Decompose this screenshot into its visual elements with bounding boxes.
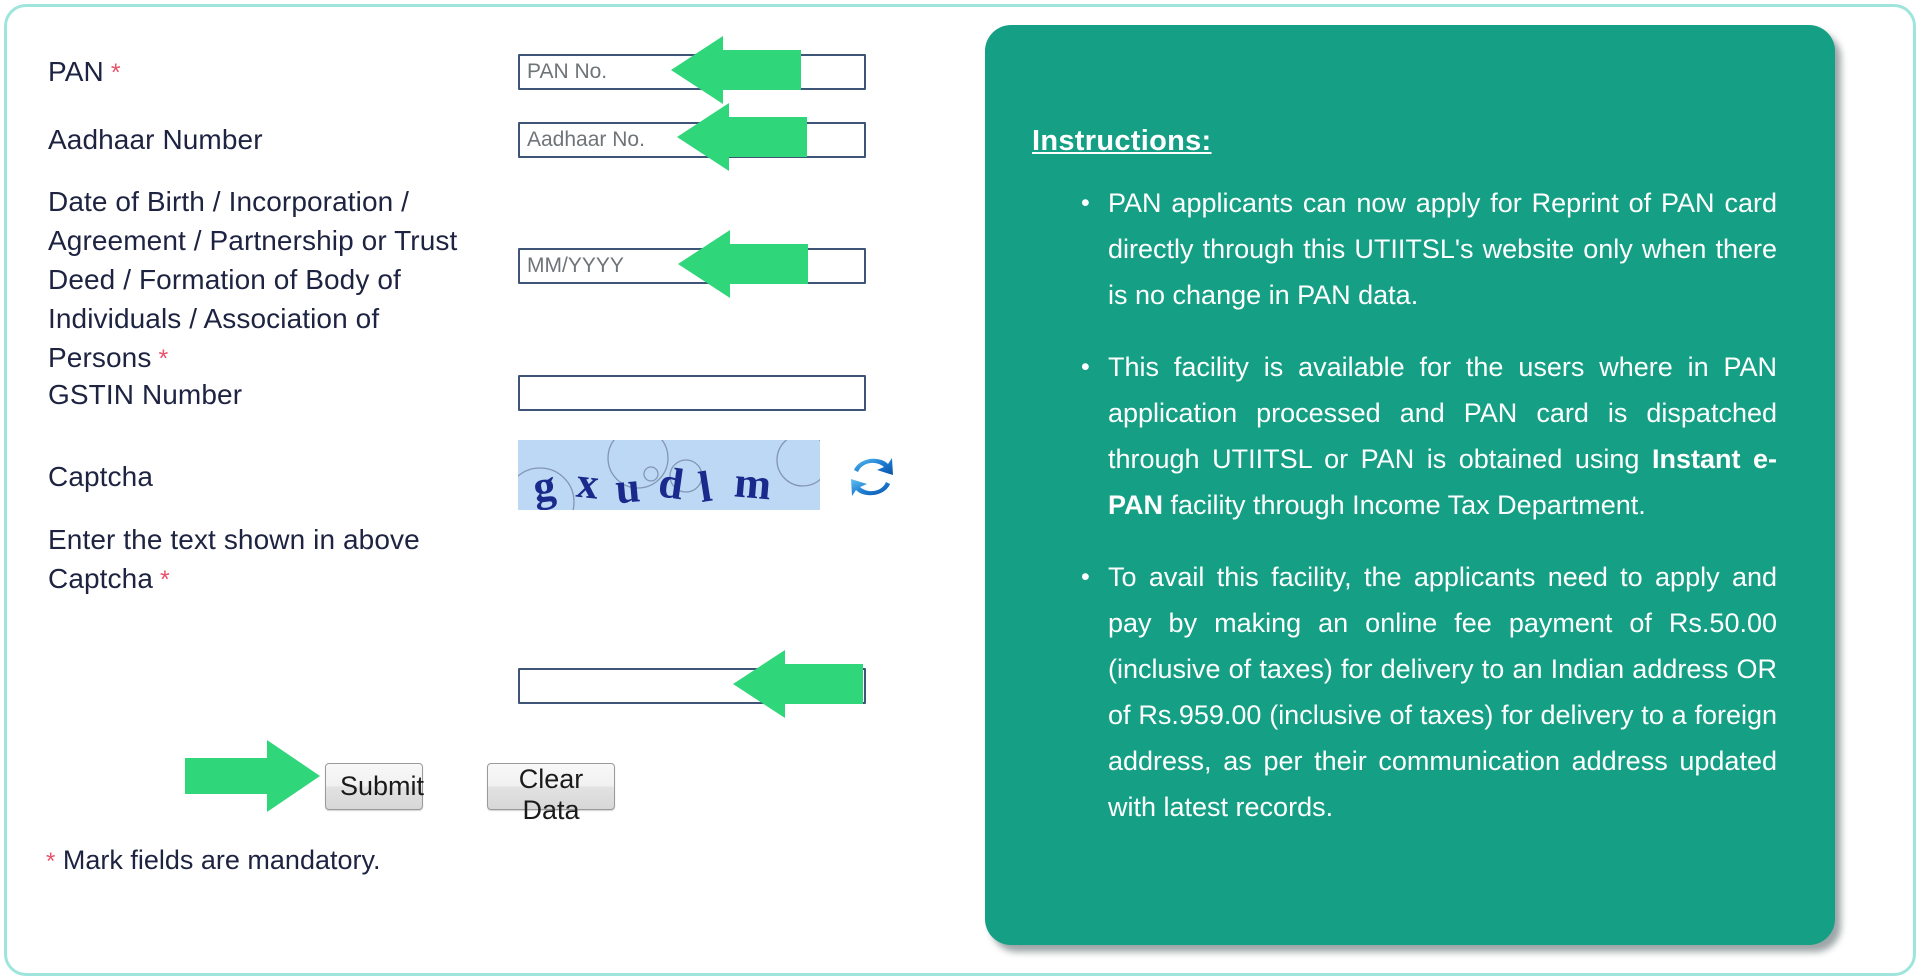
- label-captcha-text: Captcha: [48, 461, 153, 492]
- label-aadhaar-text: Aadhaar Number: [48, 124, 263, 155]
- label-captcha: Captcha: [48, 457, 508, 496]
- svg-text:u: u: [613, 462, 642, 510]
- instruction-item: This facility is available for the users…: [1077, 344, 1777, 528]
- label-gstin-text: GSTIN Number: [48, 379, 243, 410]
- required-indicator-pan: *: [103, 59, 121, 87]
- instruction-item: PAN applicants can now apply for Reprint…: [1077, 180, 1777, 318]
- captcha-image: g x u d l m: [518, 440, 820, 510]
- label-aadhaar: Aadhaar Number: [48, 120, 508, 159]
- mandatory-note-star: *: [46, 848, 56, 875]
- mandatory-note-text: Mark fields are mandatory.: [62, 845, 381, 875]
- instruction-text: To avail this facility, the applicants n…: [1108, 562, 1777, 822]
- label-pan: PAN *: [48, 52, 508, 93]
- dob-input[interactable]: [518, 248, 866, 284]
- instructions-list: PAN applicants can now apply for Reprint…: [1077, 180, 1777, 856]
- pan-reprint-form: PAN * Aadhaar Number Date of Birth / Inc…: [46, 52, 899, 876]
- pan-input[interactable]: [518, 54, 866, 90]
- submit-button[interactable]: Submit: [325, 763, 424, 810]
- gstin-input[interactable]: [518, 375, 866, 411]
- label-dob-text: Date of Birth / Incorporation / Agreemen…: [48, 186, 458, 373]
- label-captcha-entry: Enter the text shown in above Captcha *: [48, 520, 508, 600]
- instruction-text-cont: facility through Income Tax Department.: [1163, 490, 1646, 520]
- refresh-icon[interactable]: [845, 450, 899, 504]
- label-dob: Date of Birth / Incorporation / Agreemen…: [48, 182, 503, 379]
- aadhaar-input[interactable]: [518, 122, 866, 158]
- instruction-text: PAN applicants can now apply for Reprint…: [1108, 188, 1777, 310]
- svg-text:m: m: [733, 457, 774, 509]
- mandatory-note: * Mark fields are mandatory.: [46, 845, 380, 876]
- required-indicator-captcha: *: [153, 566, 170, 594]
- label-pan-text: PAN: [48, 56, 104, 87]
- instructions-title: Instructions:: [1032, 125, 1212, 157]
- captcha-input[interactable]: [518, 668, 866, 704]
- label-captcha-entry-text: Enter the text shown in above Captcha: [48, 524, 420, 594]
- label-gstin: GSTIN Number: [48, 375, 508, 414]
- instruction-item: To avail this facility, the applicants n…: [1077, 554, 1777, 830]
- required-indicator-dob: *: [151, 345, 169, 373]
- instruction-emphasis: Instant e-PAN: [1108, 444, 1777, 520]
- svg-text:x: x: [574, 458, 601, 509]
- clear-data-button[interactable]: Clear Data: [487, 763, 615, 825]
- instructions-panel: Instructions: PAN applicants can now app…: [985, 25, 1835, 945]
- instruction-text: This facility is available for the users…: [1108, 352, 1777, 474]
